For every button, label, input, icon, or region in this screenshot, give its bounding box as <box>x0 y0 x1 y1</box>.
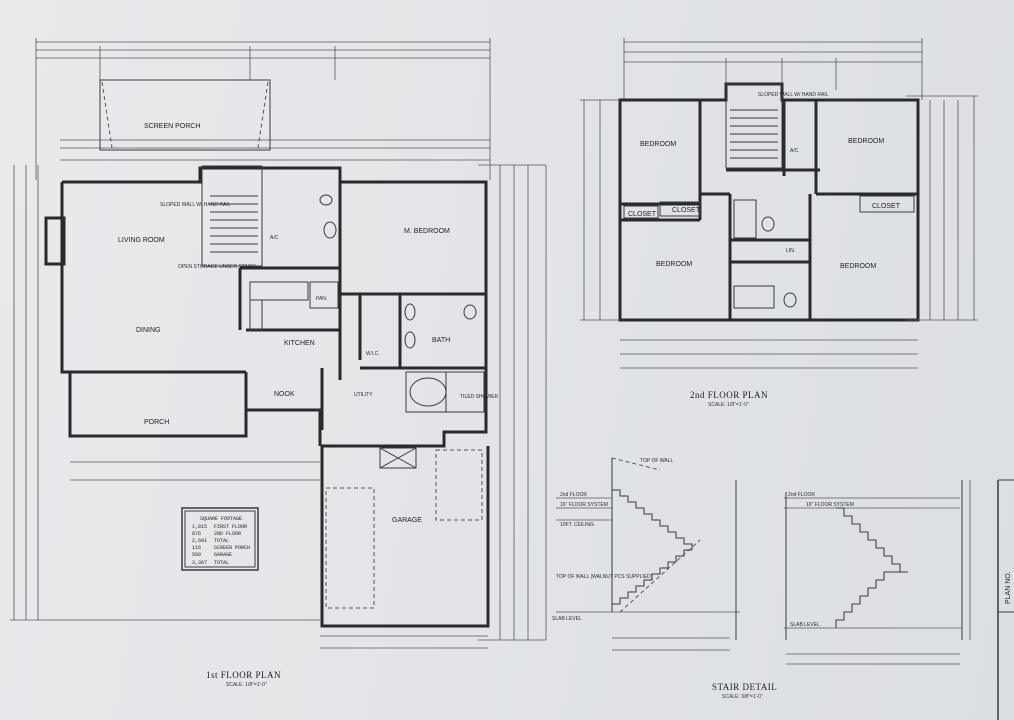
second-floor-title: 2nd FLOOR PLAN <box>690 390 768 400</box>
stair-detail-title: STAIR DETAIL <box>712 682 777 692</box>
right-stair-treads-upper <box>836 507 908 573</box>
stair-floor-system-b: 16" FLOOR SYSTEM <box>806 502 854 508</box>
master-sink-1 <box>404 303 416 321</box>
bedroom-bl-label: BEDROOM <box>656 261 692 268</box>
sqft-heading: SQUARE FOOTAGE <box>200 516 242 522</box>
stair-2nd-floor-a: 2nd FLOOR <box>560 492 587 498</box>
half-bath-toilet <box>319 194 333 206</box>
garage-door-left <box>325 487 375 609</box>
lower-toilet <box>783 292 797 308</box>
left-stair-treads-upper <box>612 489 693 550</box>
closet-label-2: CLOSET <box>672 207 701 214</box>
open-storage-label: OPEN STORAGE UNDER STAIRS <box>178 264 257 270</box>
sqft-label-4: SCREEN PORCH <box>214 545 250 551</box>
title-block: PLAN NO. <box>997 479 1014 720</box>
closet-label-1: CLOSET <box>628 211 657 218</box>
stair-floor-system-a: 16" FLOOR SYSTEM <box>560 502 608 508</box>
half-bath-sink <box>323 221 337 239</box>
stair-slab-level-b: SLAB LEVEL <box>790 622 820 628</box>
closet-box-1 <box>623 205 659 219</box>
master-bedroom-label: M. BEDROOM <box>404 228 450 235</box>
closet-box-3 <box>859 195 915 213</box>
first-floor-scale: SCALE: 1/8"=1'-0" <box>226 682 267 688</box>
first-floor-interior-walls <box>62 182 486 430</box>
screen-porch-outline <box>99 79 271 151</box>
square-footage-table: SQUARE FOOTAGE 1,815 FIRST FLOOR 876 2ND… <box>181 507 259 571</box>
stair-ceiling: 10FT. CEILING <box>560 522 594 528</box>
plan-number-label: PLAN NO. <box>1005 571 1012 604</box>
bath-label: BATH <box>432 337 450 344</box>
sloped-wall-label-first: SLOPED WALL W/ HAND RAIL <box>160 202 231 208</box>
first-floor-plan: SCREEN PORCH <box>10 38 547 688</box>
second-floor-interior-walls <box>620 100 918 320</box>
ac-label-second: A/C <box>790 148 799 154</box>
pantry-label: PAN. <box>316 296 327 302</box>
sqft-label-5: GARAGE <box>214 552 232 558</box>
bedroom-br-label: BEDROOM <box>840 263 876 270</box>
sloped-wall-label-second: SLOPED WALL W/ HAND RAIL <box>758 92 829 98</box>
right-stair-treads-lower <box>835 571 908 628</box>
sqft-label-6: TOTAL <box>214 560 229 566</box>
kitchen-counter <box>249 281 309 301</box>
living-room-label: LIVING ROOM <box>118 237 165 244</box>
sqft-value-6: 3,367 <box>192 560 207 566</box>
master-toilet <box>463 304 477 320</box>
sqft-label-2: 2ND FLOOR <box>214 531 241 537</box>
upper-toilet <box>761 216 775 232</box>
pantry-box <box>309 281 339 309</box>
bay-window <box>44 216 66 266</box>
upper-tub <box>733 199 757 239</box>
closet-label-3: CLOSET <box>872 203 901 210</box>
first-floor-title: 1st FLOOR PLAN <box>206 670 281 680</box>
garage-label: GARAGE <box>392 517 422 524</box>
utility-label: UTILITY <box>354 392 373 398</box>
sqft-label-1: FIRST FLOOR <box>214 524 247 530</box>
first-floor-stairs <box>201 165 263 267</box>
stair-detail-scale: SCALE: 3/8"=1'-0" <box>722 694 763 700</box>
left-stair-treads-lower <box>611 549 692 612</box>
lower-tub <box>733 285 775 309</box>
wic-label: W.I.C. <box>366 351 380 357</box>
bedroom-tr-label: BEDROOM <box>848 138 884 145</box>
sqft-label-3: TOTAL <box>214 538 229 544</box>
porch-label: PORCH <box>144 419 169 426</box>
sqft-value-3: 2,691 <box>192 538 207 544</box>
screen-porch-label: SCREEN PORCH <box>144 123 200 130</box>
ac-label-first: A/C <box>270 235 279 241</box>
garage-storage <box>435 449 483 521</box>
linen-label: LIN. <box>786 248 795 254</box>
stair-top-of-wall: TOP OF WALL <box>640 458 673 464</box>
dining-label: DINING <box>136 327 161 334</box>
second-floor-plan: BEDROOM BEDROOM BEDROOM BEDROOM CLOSET C… <box>580 38 978 408</box>
sqft-value-1: 1,815 <box>192 524 207 530</box>
closet-box-2 <box>659 201 701 217</box>
kitchen-label: KITCHEN <box>284 340 315 347</box>
second-floor-stairs <box>725 83 783 169</box>
master-tub <box>409 377 447 407</box>
sqft-value-4: 116 <box>192 545 201 551</box>
nook-label: NOOK <box>274 391 295 398</box>
stair-slab-level-a: SLAB LEVEL <box>552 616 582 622</box>
stair-top-of-wall-2: TOP OF WALL (WALNUT PCS SUPPLIED) <box>556 574 653 580</box>
sqft-value-5: 560 <box>192 552 201 558</box>
second-floor-scale: SCALE: 1/8"=1'-0" <box>708 402 749 408</box>
stair-detail: 2nd FLOOR 16" FLOOR SYSTEM 10FT. CEILING… <box>552 457 971 700</box>
stair-2nd-floor-b: 2nd FLOOR <box>788 492 815 498</box>
sqft-value-2: 876 <box>192 531 201 537</box>
bedroom-tl-label: BEDROOM <box>640 141 676 148</box>
tiled-shower-label: TILED SHOWER <box>460 394 498 400</box>
master-sink-2 <box>404 331 416 349</box>
